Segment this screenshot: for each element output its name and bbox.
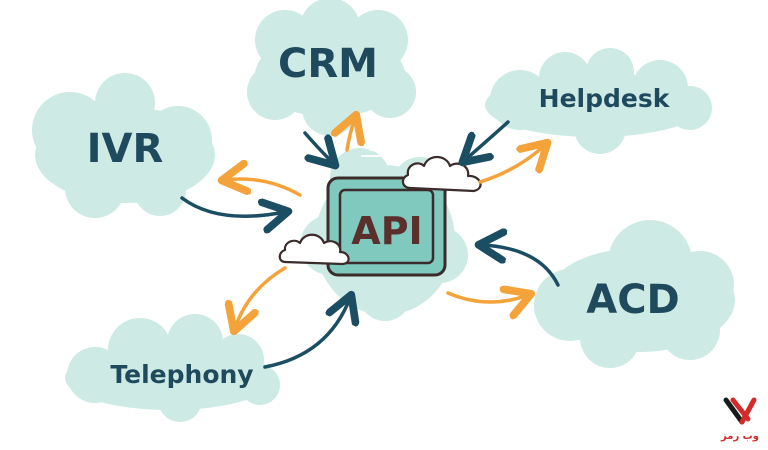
logo-mark-icon [723,397,757,425]
cloud-ivr [32,73,215,218]
node-label-crm: CRM [278,41,378,87]
arrows-outbound [225,118,545,328]
api-box [326,176,447,277]
arrow-helpdesk-to-api [465,120,510,160]
arrow-ivr-to-api [180,196,285,216]
arrow-api-to-helpdesk [478,145,545,184]
api-label: API [351,209,422,253]
cloud-crm [247,0,416,136]
watermark-logo: وب رمز [720,397,759,442]
cloud-telephony [65,314,280,422]
motion-lines [361,149,399,157]
arrows-inbound [180,120,560,369]
arrow-api-to-acd [446,293,528,302]
arrow-acd-to-api [482,245,560,287]
node-label-ivr: IVR [87,126,164,172]
node-label-acd: ACD [586,277,680,323]
node-label-telephony: Telephony [110,360,253,389]
arrow-api-to-telephony [235,266,287,328]
cloud-helpdesk [485,48,712,154]
arrow-api-to-ivr [225,179,302,197]
cloud-acd [534,220,735,368]
arrow-telephony-to-api [263,298,350,369]
watermark-text: وب رمز [720,431,759,442]
node-label-helpdesk: Helpdesk [539,84,671,113]
accent-cloud-left [278,233,350,266]
arrow-crm-to-api [303,131,333,163]
arrow-api-to-crm [347,118,355,152]
